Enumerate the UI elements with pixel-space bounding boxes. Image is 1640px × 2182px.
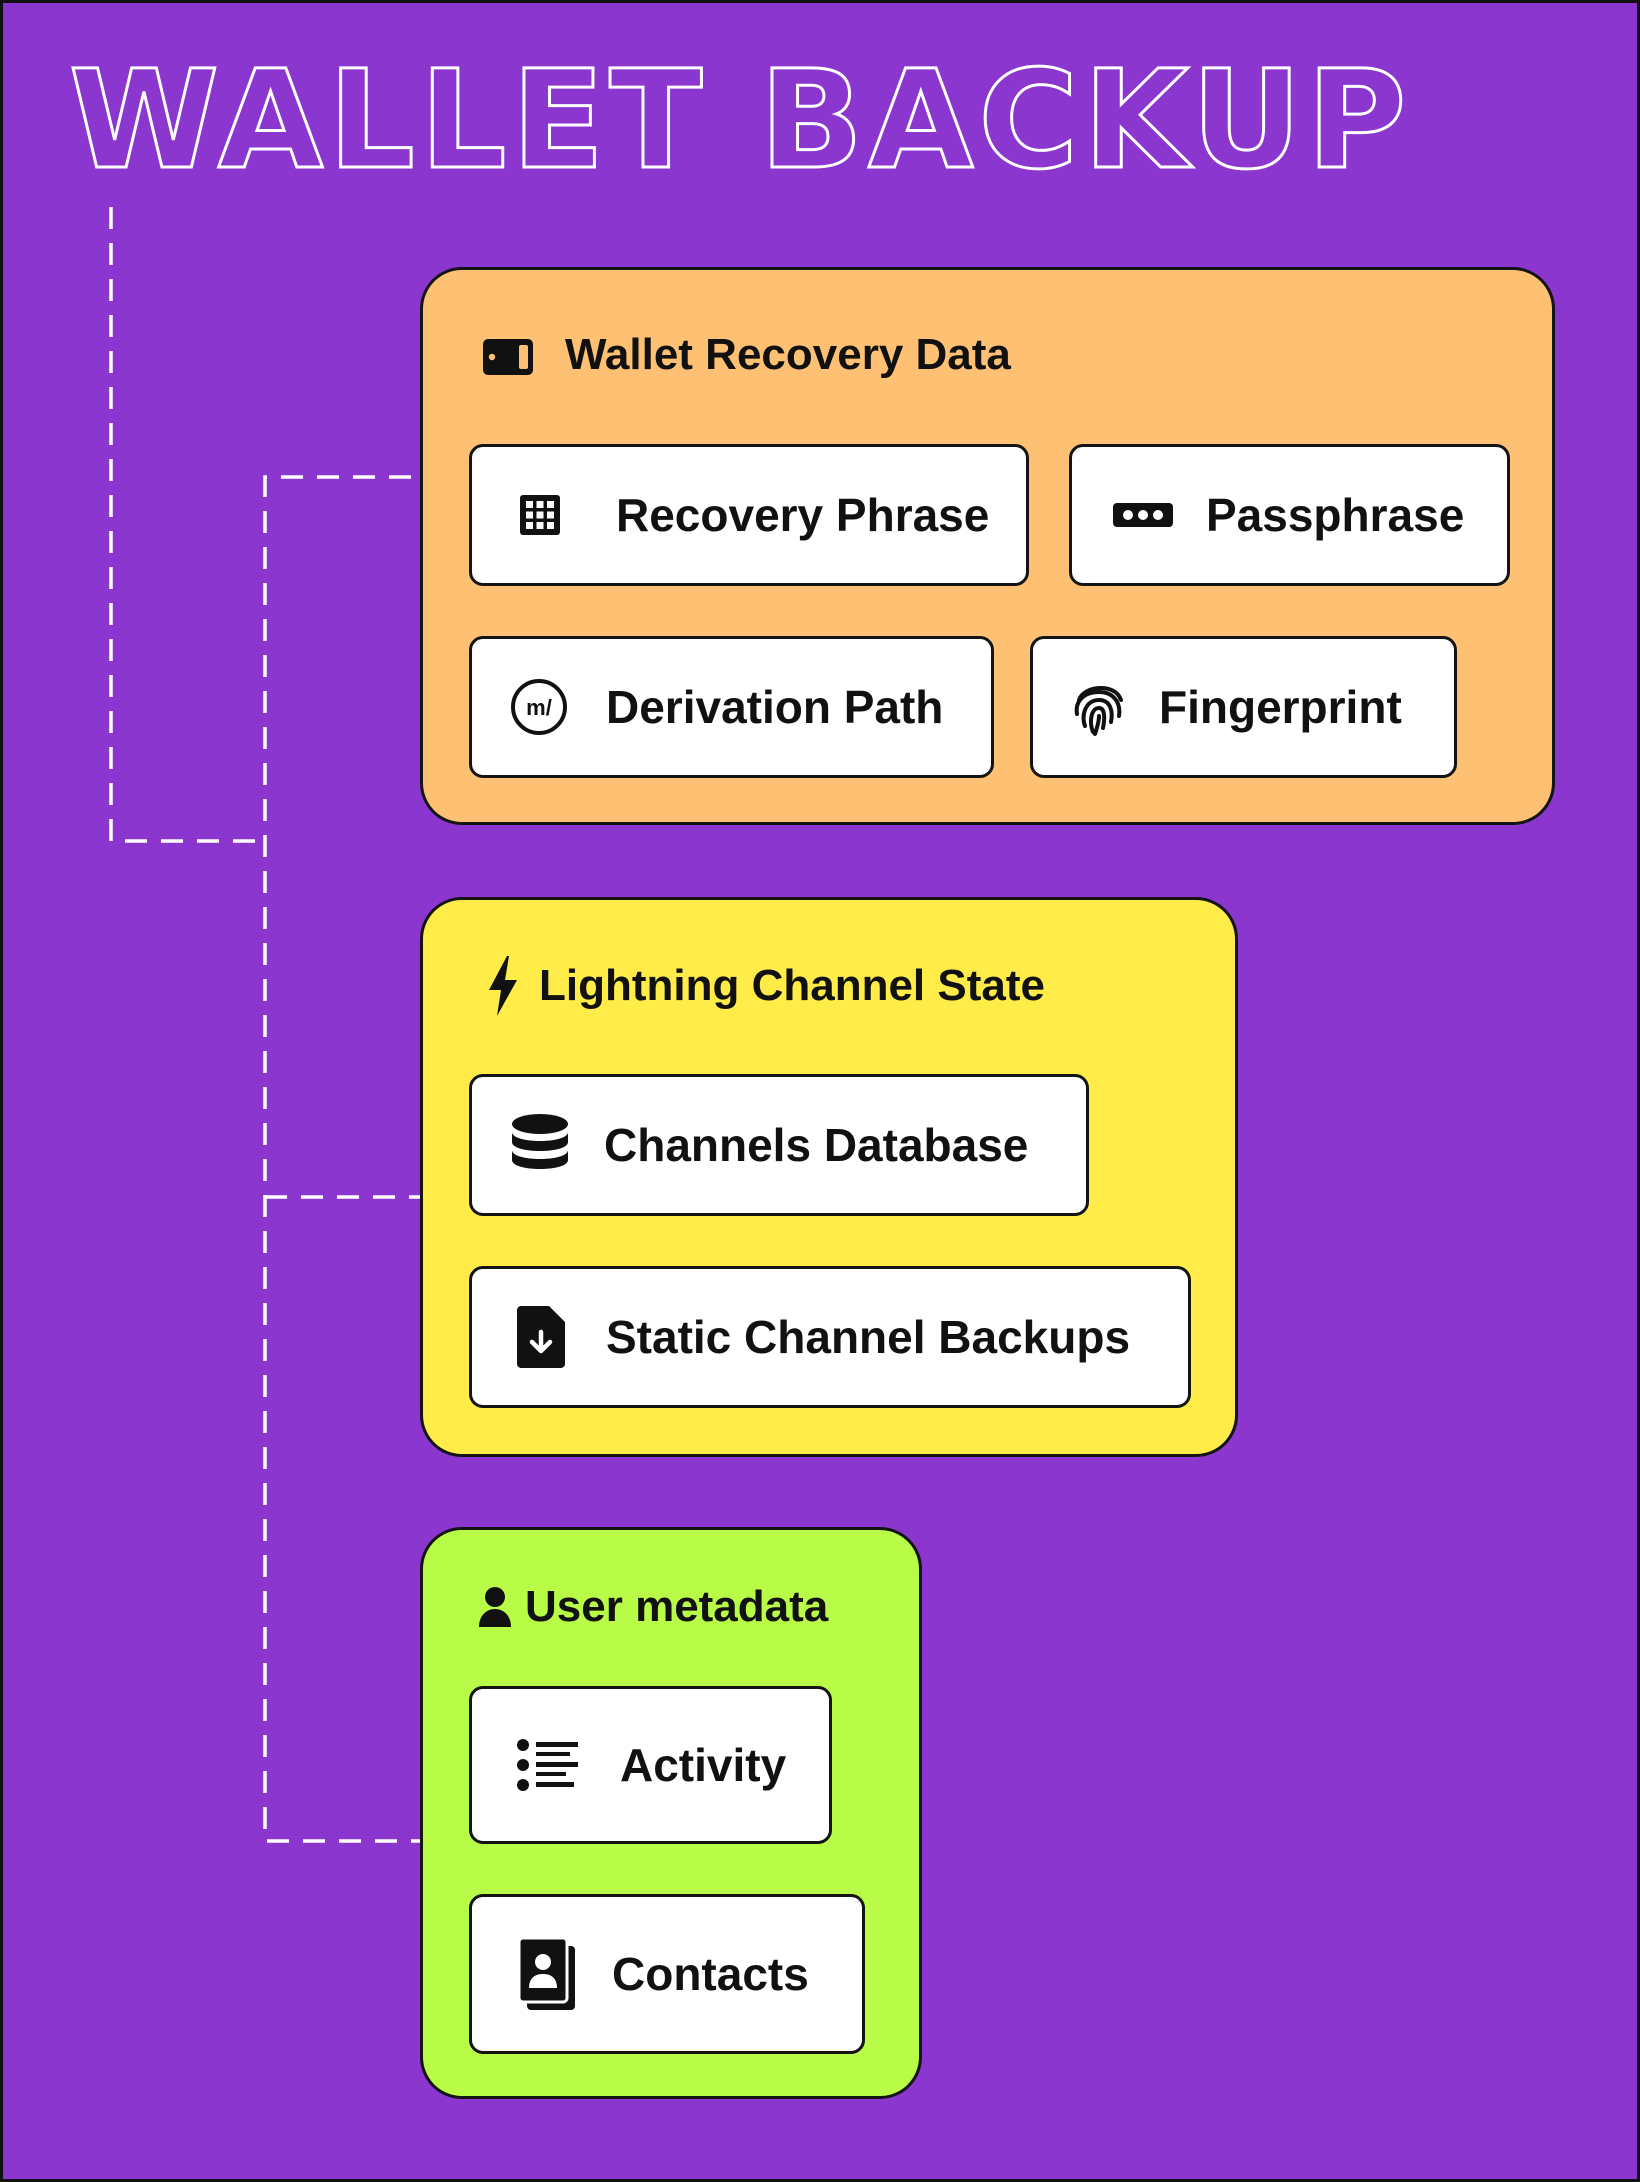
grid-icon: [514, 492, 566, 538]
group-wallet-recovery-data: Wallet Recovery Data Recovery Phrase: [420, 267, 1555, 825]
card-contacts[interactable]: Contacts: [469, 1894, 865, 2054]
file-download-icon: [514, 1304, 568, 1370]
card-static-channel-backups[interactable]: Static Channel Backups: [469, 1266, 1191, 1408]
user-icon: [477, 1585, 513, 1629]
group-lightning-channel-state: Lightning Channel State Channels Databas…: [420, 897, 1238, 1457]
card-label-activity: Activity: [620, 1739, 787, 1791]
group-header-lightning: Lightning Channel State: [485, 954, 1045, 1018]
group-user-metadata: User metadata Activity: [420, 1527, 922, 2099]
card-activity[interactable]: Activity: [469, 1686, 832, 1844]
group-header-recovery: Wallet Recovery Data: [481, 330, 1011, 380]
card-label-passphrase: Passphrase: [1206, 489, 1465, 541]
connector-root-trunk: [109, 207, 265, 843]
card-label-fingerprint: Fingerprint: [1159, 681, 1402, 733]
group-title-recovery: Wallet Recovery Data: [565, 330, 1011, 379]
card-derivation-path[interactable]: m/ Derivation Path: [469, 636, 994, 778]
card-label-contacts: Contacts: [612, 1948, 809, 2000]
card-recovery-phrase[interactable]: Recovery Phrase: [469, 444, 1029, 586]
card-passphrase[interactable]: Passphrase: [1069, 444, 1510, 586]
card-channels-database[interactable]: Channels Database: [469, 1074, 1089, 1216]
page-title: WALLET BACKUP: [67, 42, 1412, 200]
wallet-icon: [481, 333, 535, 377]
card-fingerprint[interactable]: Fingerprint: [1030, 636, 1457, 778]
group-header-metadata: User metadata: [477, 1582, 828, 1632]
group-title-metadata: User metadata: [525, 1582, 829, 1631]
list-icon: [516, 1738, 580, 1792]
lightning-bolt-icon: [485, 954, 521, 1018]
password-dots-icon: [1112, 500, 1174, 530]
group-title-lightning: Lightning Channel State: [539, 961, 1045, 1010]
card-label-derivation-path: Derivation Path: [606, 681, 944, 733]
fingerprint-icon: [1069, 676, 1131, 738]
database-icon: [510, 1112, 570, 1178]
card-label-static-channel-backups: Static Channel Backups: [606, 1311, 1131, 1363]
derivation-path-icon: m/: [510, 678, 568, 736]
derivation-icon-text: m/: [526, 695, 552, 720]
card-label-recovery-phrase: Recovery Phrase: [616, 489, 990, 541]
card-label-channels-database: Channels Database: [604, 1119, 1029, 1171]
contacts-icon: [516, 1936, 578, 2012]
